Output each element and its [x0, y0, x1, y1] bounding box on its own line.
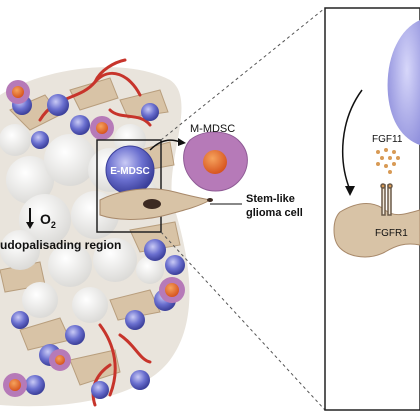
glioma-cells	[0, 77, 181, 386]
e-mdsc-cell: E-MDSC	[105, 145, 155, 195]
inset-panel: FGF11 FGFR1	[324, 7, 420, 411]
tumor-mass	[0, 58, 190, 407]
fgfr1-label: FGFR1	[375, 228, 408, 239]
inset-e-mdsc	[387, 20, 420, 145]
inset-arrow-head-icon	[345, 186, 355, 196]
connector-bottom	[160, 231, 326, 411]
mdsc-cells-blue	[11, 94, 185, 399]
arrow-head-icon	[178, 138, 186, 146]
o2-label: O2	[40, 211, 56, 230]
fgf11-particles	[376, 148, 400, 174]
glioma-cell-in-box	[99, 188, 213, 220]
m-mdsc-cell	[183, 131, 248, 192]
e-mdsc-label: E-MDSC	[110, 166, 149, 177]
stem-like-label-line2: glioma cell	[246, 207, 303, 219]
fgf11-label: FGF11	[372, 134, 403, 145]
region-label: udopalisading region	[0, 238, 121, 252]
oxygen-indicator: O2	[26, 208, 56, 230]
stem-like-label-line1: Stem-like	[246, 193, 295, 205]
inset-curved-arrow	[342, 89, 363, 191]
differentiation-arrow	[149, 139, 181, 151]
down-arrow-icon	[26, 222, 34, 229]
zoom-box	[96, 139, 162, 233]
mdsc-cells-purple	[3, 80, 185, 397]
m-mdsc-label: M-MDSC	[190, 123, 235, 135]
fgfr1-receptor	[380, 183, 393, 216]
connector-top	[160, 7, 326, 141]
